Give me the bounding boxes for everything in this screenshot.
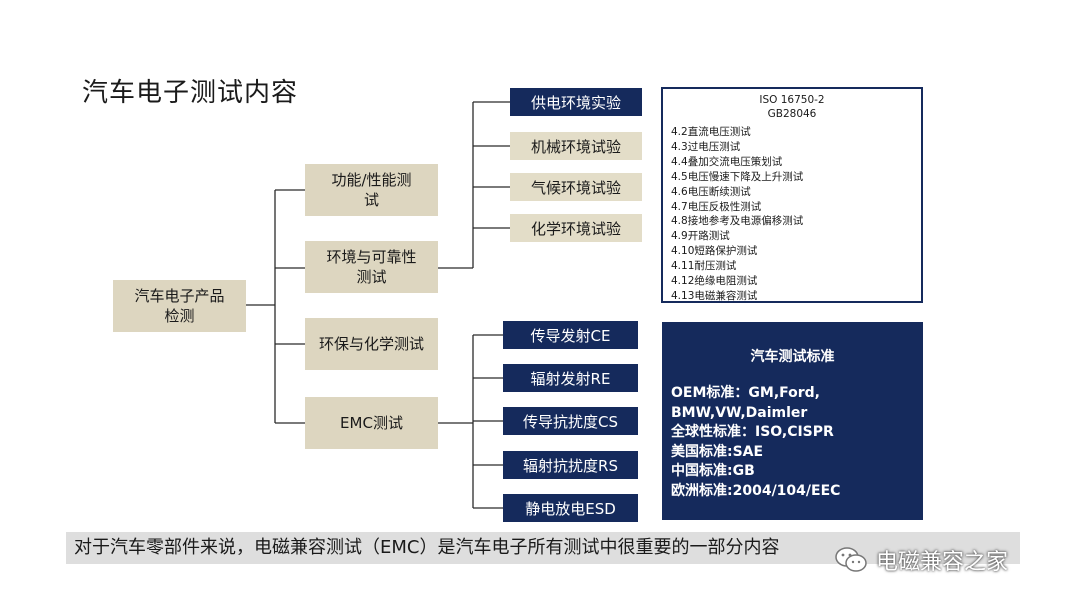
emc-test-rs: 辐射抗扰度RS xyxy=(503,451,638,479)
watermark: 电磁兼容之家 xyxy=(834,544,1008,576)
standards-list: OEM标准：GM,Ford, BMW,VW,Daimler 全球性标准：ISO,… xyxy=(671,384,923,501)
standards-line: 中国标准:GB xyxy=(671,463,755,479)
iso-item: 4.9开路测试 xyxy=(671,230,730,243)
iso-standard-box: ISO 16750-2 GB28046 4.2直流电压测试 4.3过电压测试 4… xyxy=(661,87,923,303)
iso-header-1: ISO 16750-2 xyxy=(759,94,825,106)
category-emc: EMC测试 xyxy=(305,397,438,449)
env-test-power-supply: 供电环境实验 xyxy=(510,88,642,116)
page-title: 汽车电子测试内容 xyxy=(82,78,299,108)
iso-item: 4.10短路保护测试 xyxy=(671,245,758,258)
standards-line: OEM标准：GM,Ford, xyxy=(671,385,820,401)
env-test-mechanical: 机械环境试验 xyxy=(510,132,642,160)
iso-item-list: 4.2直流电压测试 4.3过电压测试 4.4叠加交流电压策划试 4.5电压慢速下… xyxy=(671,125,921,304)
standards-line: 美国标准:SAE xyxy=(671,443,764,460)
iso-item: 4.6电压断续测试 xyxy=(671,185,751,198)
iso-item: 4.3过电压测试 xyxy=(671,140,741,153)
standards-title: 汽车测试标准 xyxy=(750,349,835,365)
iso-item: 4.5电压慢速下降及上升测试 xyxy=(671,170,804,183)
emc-test-esd: 静电放电ESD xyxy=(503,494,638,522)
iso-item: 4.11耐压测试 xyxy=(671,260,737,273)
emc-test-cs: 传导抗扰度CS xyxy=(503,407,638,435)
emc-test-re: 辐射发射RE xyxy=(503,364,638,392)
iso-item: 4.12绝缘电阻测试 xyxy=(671,275,758,288)
watermark-text: 电磁兼容之家 xyxy=(876,550,1009,575)
wechat-icon xyxy=(835,547,867,572)
category-environmental-chemical: 环保与化学测试 xyxy=(305,318,438,370)
iso-header-2: GB28046 xyxy=(767,108,817,120)
iso-item: 4.4叠加交流电压策划试 xyxy=(671,155,783,168)
iso-item: 4.13电磁兼容测试 xyxy=(671,289,758,302)
root-node: 汽车电子产品检测 xyxy=(113,280,246,332)
standards-line: BMW,VW,Daimler xyxy=(671,404,808,421)
category-function-performance: 功能/性能测试 xyxy=(305,164,438,216)
iso-item: 4.8接地参考及电源偏移测试 xyxy=(671,215,804,228)
iso-item: 4.2直流电压测试 xyxy=(671,126,751,138)
env-test-climate: 气候环境试验 xyxy=(510,173,642,201)
standards-line: 欧洲标准:2004/104/EEC xyxy=(671,482,841,499)
env-test-chemical: 化学环境试验 xyxy=(510,214,642,242)
automotive-standards-box: 汽车测试标准 OEM标准：GM,Ford, BMW,VW,Daimler 全球性… xyxy=(662,322,923,520)
standards-line: 全球性标准：ISO,CISPR xyxy=(671,424,834,440)
emc-test-ce: 传导发射CE xyxy=(503,321,638,349)
category-environment-reliability: 环境与可靠性测试 xyxy=(305,241,438,293)
iso-item: 4.7电压反极性测试 xyxy=(671,200,762,213)
